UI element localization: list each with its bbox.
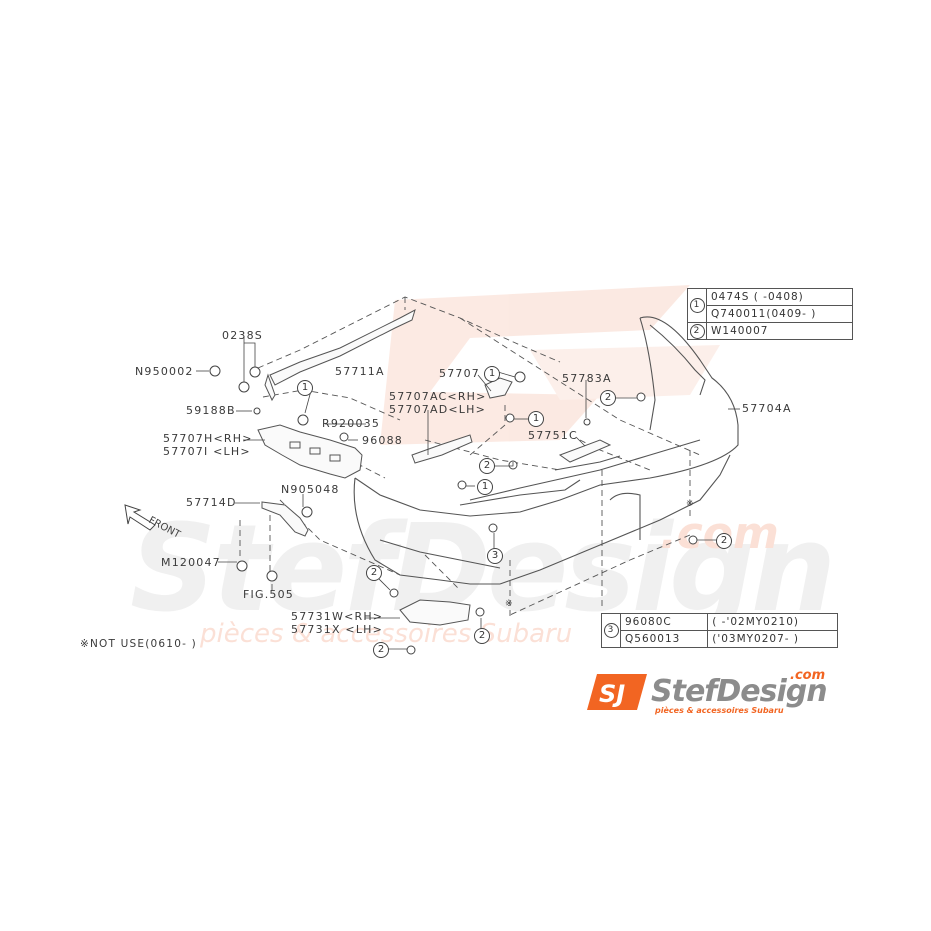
- part-label-M120047: M120047: [161, 556, 221, 569]
- part-label-96088: 96088: [362, 434, 403, 447]
- ref-part: W140007: [711, 325, 769, 337]
- callout-1: 1: [484, 366, 500, 382]
- part-label-57783A: 57783A: [562, 372, 612, 385]
- reference-table-fastener-3: 3 96080C ( -'02MY0210) Q560013 ('03MY020…: [601, 613, 838, 648]
- center-bracket-57707AC: [411, 434, 473, 464]
- ref-row: 3 96080C ( -'02MY0210): [601, 613, 838, 648]
- ref-range: ( -'02MY0210): [707, 613, 838, 631]
- logo-tagline: pièces & accessoires Subaru: [655, 706, 784, 715]
- bracket-57714D: [261, 501, 309, 537]
- part-label-57731W: 57731W<RH>: [291, 610, 384, 623]
- callout-2: 2: [373, 642, 389, 658]
- callout-1: 1: [689, 298, 705, 313]
- side-bracket-57707H: [257, 424, 363, 479]
- logo-badge-icon: SJ: [587, 674, 647, 710]
- ref-range: ( -0408): [753, 291, 804, 303]
- bracket-57731W: [399, 599, 471, 626]
- ref-row: 2 W140007: [687, 322, 853, 340]
- svg-text:※: ※: [686, 499, 694, 509]
- part-label-57714D: 57714D: [186, 496, 237, 509]
- reference-table-fasteners-1-2: 1 0474S ( -0408) Q740011(0409- ) 2 W1400…: [687, 288, 853, 340]
- svg-text:※: ※: [505, 599, 513, 609]
- bumper-cover: [353, 316, 739, 585]
- part-label-57707I: 57707I <LH>: [163, 445, 251, 458]
- callout-1: 1: [528, 411, 544, 427]
- part-label-57704A: 57704A: [742, 402, 792, 415]
- logo-brand: StefDesign: [651, 674, 828, 709]
- ref-row: Q740011(0409- ): [688, 305, 853, 323]
- callout-2: 2: [479, 458, 495, 474]
- part-label-59188B: 59188B: [186, 404, 236, 417]
- strip-57711A: [264, 308, 416, 402]
- callout-3: 3: [487, 548, 503, 564]
- callout-2: 2: [366, 565, 382, 581]
- watermark-swoosh: [380, 285, 720, 445]
- ref-part: 0474S: [711, 291, 750, 303]
- callout-3: 3: [603, 623, 619, 638]
- callout-2: 2: [716, 533, 732, 549]
- part-label-57711A: 57711A: [335, 365, 385, 378]
- part-label-57707H: 57707H<RH>: [163, 432, 253, 445]
- footnote-not-use: ※NOT USE(0610- ): [80, 638, 197, 650]
- callout-2: 2: [474, 628, 490, 644]
- part-label-57707: 57707: [439, 367, 480, 380]
- ref-part: 96080C: [619, 613, 709, 631]
- ref-range: ('03MY0207- ): [707, 630, 838, 648]
- logo-suffix: .com: [790, 668, 826, 683]
- callout-1: 1: [297, 380, 313, 396]
- part-label-N950002: N950002: [135, 365, 194, 378]
- part-label-N905048: N905048: [281, 483, 340, 496]
- callout-2: 2: [600, 390, 616, 406]
- part-label-57707AC: 57707AC<RH>: [389, 390, 487, 403]
- part-label-57707AD: 57707AD<LH>: [389, 403, 487, 416]
- ref-row: Q560013 ('03MY0207- ): [602, 630, 838, 648]
- part-label-R920035: R920035: [322, 417, 381, 430]
- part-label-0238S: 0238S: [222, 329, 263, 342]
- stefdesign-logo: SJ StefDesign .com pièces & accessoires …: [585, 668, 850, 718]
- ref-part: Q740011: [711, 308, 767, 320]
- part-label-FIG505: FIG.505: [243, 588, 294, 601]
- ref-range: (0409- ): [766, 308, 817, 320]
- front-arrow-icon: [124, 504, 156, 531]
- callout-2: 2: [689, 323, 705, 339]
- svg-text:SJ: SJ: [599, 680, 625, 708]
- ref-row: 1 0474S ( -0408): [687, 288, 853, 323]
- part-label-57751C: 57751C: [528, 429, 578, 442]
- callout-1: 1: [477, 479, 493, 495]
- part-label-57731X: 57731X <LH>: [291, 623, 384, 636]
- bracket-57751C: [558, 439, 612, 463]
- ref-part: Q560013: [619, 630, 709, 648]
